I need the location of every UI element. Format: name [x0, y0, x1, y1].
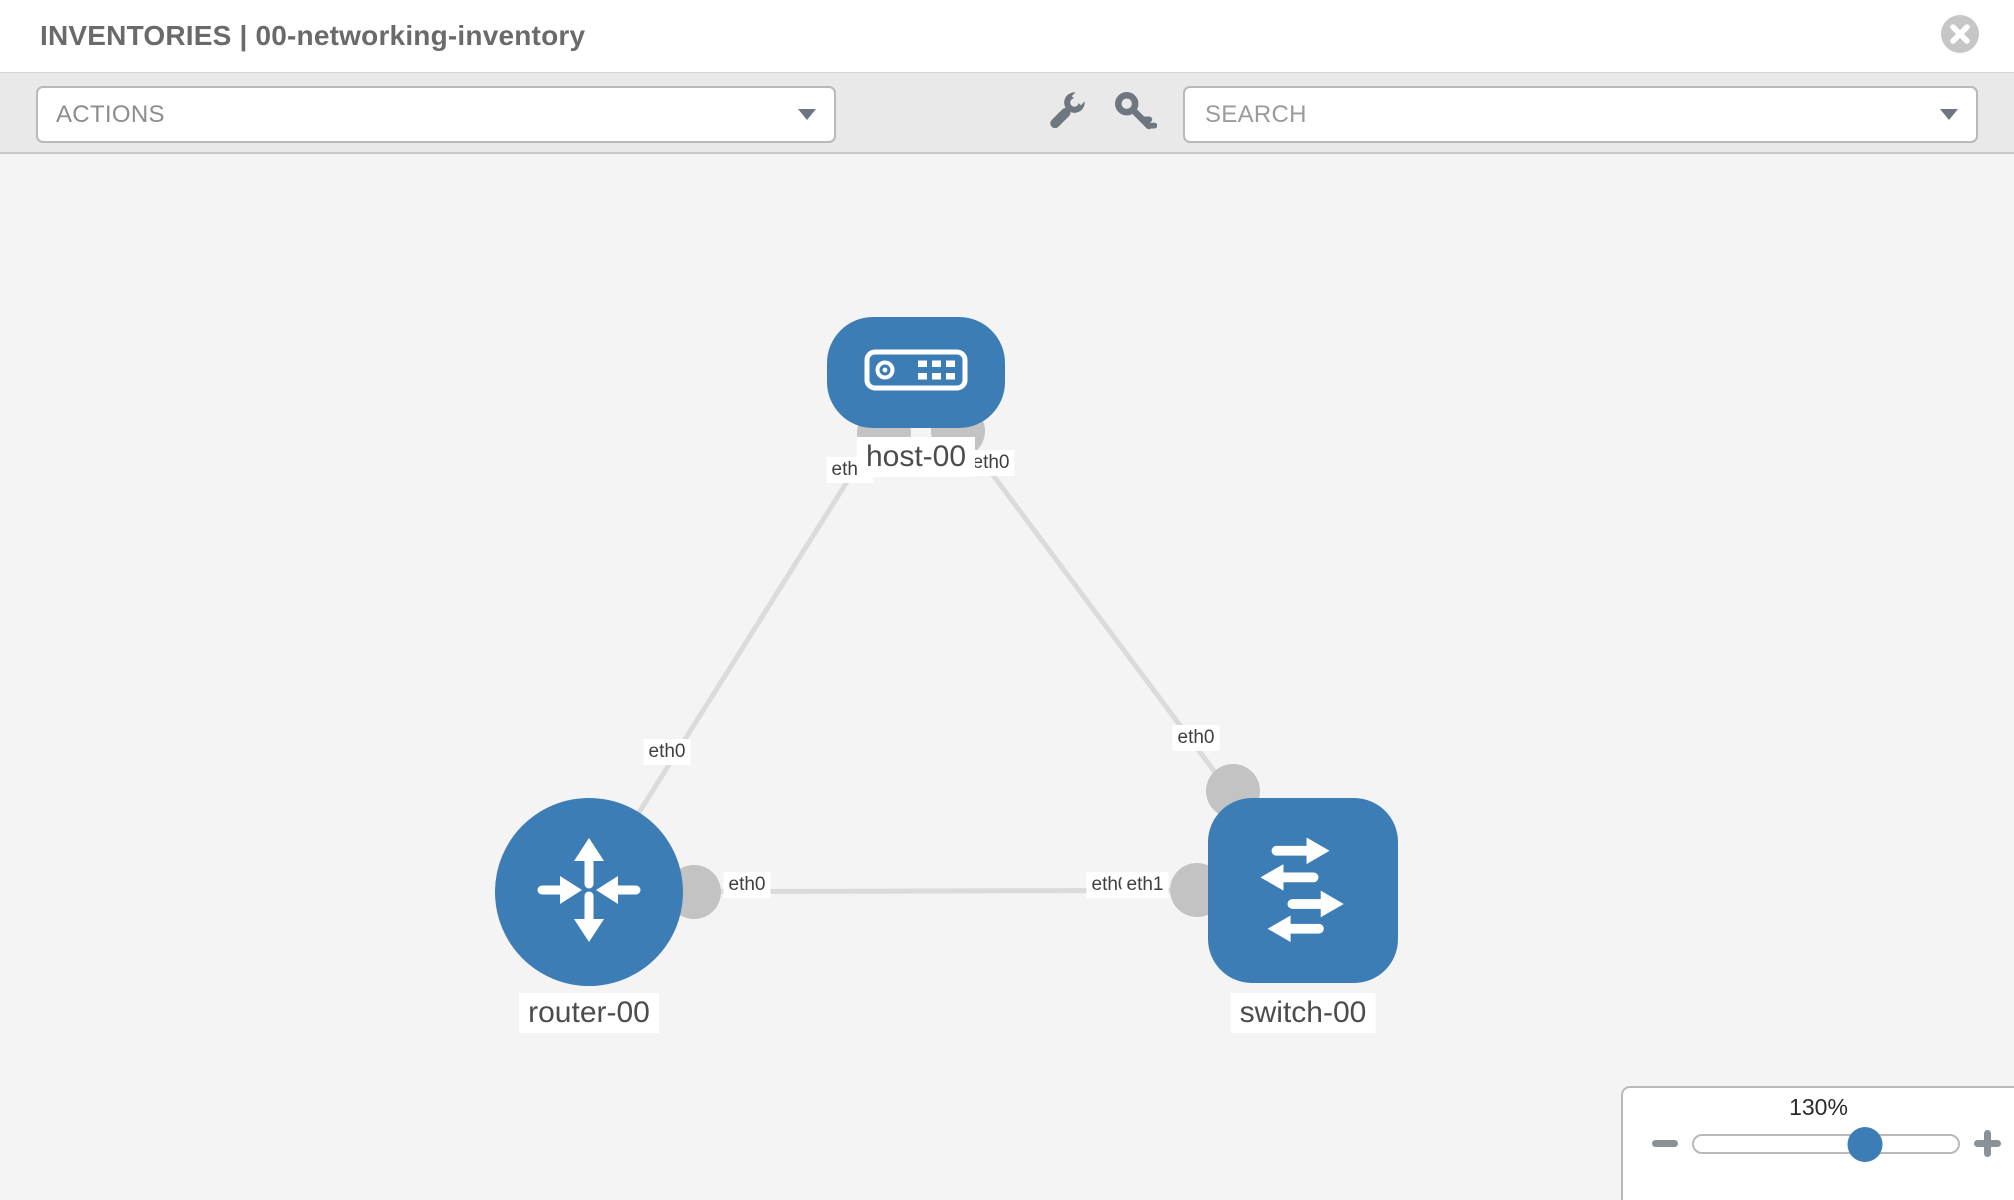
header-bar: INVENTORIES | 00-networking-inventory: [0, 0, 2014, 73]
zoom-level-value: 130%: [1789, 1094, 1848, 1120]
chevron-down-icon: [1940, 109, 1958, 120]
chevron-down-icon: [798, 109, 816, 120]
zoom-slider-thumb[interactable]: [1847, 1127, 1883, 1162]
host-icon: [864, 348, 968, 397]
node-host-00[interactable]: [827, 316, 1005, 428]
close-icon[interactable]: [1940, 14, 1980, 54]
toolbar: ACTIONS: [0, 73, 2014, 154]
actions-dropdown[interactable]: ACTIONS: [36, 86, 836, 143]
zoom-out-button[interactable]: [1652, 1140, 1678, 1147]
wrench-icon: [1044, 86, 1090, 138]
interface-label: eth0: [723, 872, 771, 898]
zoom-slider-track[interactable]: [1692, 1134, 1960, 1154]
key-icon: [1111, 88, 1158, 139]
page-title: INVENTORIES | 00-networking-inventory: [40, 20, 586, 51]
configure-button[interactable]: [1040, 86, 1092, 139]
interface-label: eth0: [1172, 725, 1220, 751]
node-router-00[interactable]: [495, 798, 683, 986]
node-switch-00[interactable]: [1208, 797, 1398, 983]
router-icon: [529, 830, 649, 955]
interface-label: eth1: [1121, 872, 1169, 898]
credentials-button[interactable]: [1108, 87, 1160, 139]
node-label: host-00: [856, 437, 976, 477]
zoom-in-button[interactable]: [1974, 1130, 2001, 1157]
search-dropdown: [1183, 86, 1978, 143]
interface-label: eth0: [643, 739, 691, 765]
search-input[interactable]: [1203, 99, 1940, 130]
node-label: switch-00: [1230, 993, 1376, 1033]
zoom-panel: 130%: [1621, 1086, 2014, 1200]
plus-icon: [1984, 1130, 1991, 1157]
actions-dropdown-label: ACTIONS: [56, 100, 165, 128]
node-label: router-00: [519, 993, 659, 1033]
switch-icon: [1241, 826, 1365, 955]
